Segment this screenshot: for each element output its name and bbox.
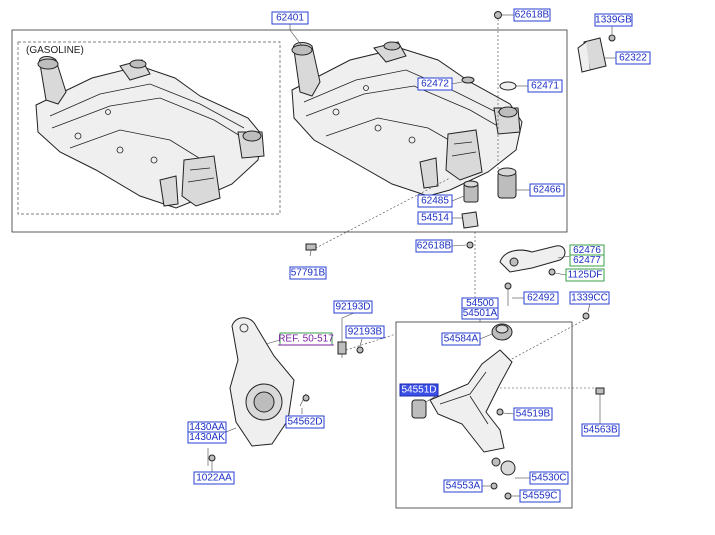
- nut-92193b: [356, 346, 364, 354]
- nut-1339cc: [582, 312, 590, 320]
- svg-text:1339GB: 1339GB: [595, 15, 632, 26]
- part-label-62401[interactable]: 62401: [271, 11, 309, 25]
- bolt-54553a: [490, 482, 498, 490]
- svg-text:54514: 54514: [421, 213, 449, 224]
- part-label-1125df[interactable]: 1125DF: [565, 268, 605, 282]
- svg-text:54500: 54500: [466, 298, 494, 309]
- part-label-1339gb[interactable]: 1339GB: [594, 13, 633, 27]
- svg-text:57791B: 57791B: [291, 268, 326, 279]
- svg-text:62466: 62466: [533, 185, 561, 196]
- svg-text:54553A: 54553A: [446, 481, 481, 492]
- bolt-62492: [504, 282, 512, 306]
- svg-text:62492: 62492: [527, 293, 555, 304]
- part-label-62322[interactable]: 62322: [615, 51, 651, 65]
- svg-text:54559C: 54559C: [522, 491, 557, 502]
- part-label-62466[interactable]: 62466: [529, 183, 565, 197]
- part-label-54562d[interactable]: 54562D: [285, 415, 325, 429]
- svg-text:62618B: 62618B: [515, 10, 550, 21]
- svg-text:54551D: 54551D: [401, 385, 436, 396]
- svg-text:54584A: 54584A: [444, 334, 479, 345]
- subframe-group-frame: [11, 29, 568, 233]
- svg-text:62472: 62472: [421, 79, 449, 90]
- bolt-1125df: [548, 268, 556, 276]
- part-label-1022aa[interactable]: 1022AA: [193, 471, 235, 485]
- svg-text:54519B: 54519B: [516, 409, 551, 420]
- svg-text:62322: 62322: [619, 53, 647, 64]
- gasoline-caption: (GASOLINE): [26, 45, 84, 56]
- part-label-62492[interactable]: 62492: [523, 291, 559, 305]
- svg-text:62471: 62471: [531, 81, 559, 92]
- lower-control-arm: [411, 323, 516, 500]
- svg-text:1339CC: 1339CC: [571, 293, 608, 304]
- svg-text:62401: 62401: [276, 13, 304, 24]
- stopper-54514: [461, 211, 479, 229]
- nut-62618b-mid: [466, 241, 474, 249]
- svg-text:1430AK: 1430AK: [189, 432, 225, 443]
- bushing-62466: [497, 167, 517, 199]
- bushing-62485: [463, 180, 479, 203]
- nut-54559c: [504, 492, 512, 500]
- bushing-54551d: [411, 399, 427, 419]
- mount-bracket-62322: [577, 34, 616, 73]
- svg-text:1430AA: 1430AA: [189, 422, 225, 433]
- part-label-1430ak[interactable]: 1430AK: [187, 431, 227, 444]
- bolt-54519b: [496, 408, 504, 416]
- svg-text:REF. 50-517: REF. 50-517: [278, 334, 334, 345]
- bolt-92193d: [337, 318, 347, 358]
- part-label-62477[interactable]: 62477: [569, 254, 605, 267]
- part-label-54551d[interactable]: 54551D: [399, 383, 439, 397]
- svg-text:92193D: 92193D: [335, 302, 370, 313]
- lower-arm-group-frame: [395, 321, 573, 509]
- svg-text:54501A: 54501A: [463, 308, 498, 319]
- part-label-1339cc[interactable]: 1339CC: [569, 291, 610, 305]
- gasoline-variant-frame: [17, 41, 281, 215]
- bracket-62476-62477: [499, 245, 566, 273]
- bolt-54562d: [299, 393, 310, 407]
- bolt-57791b: [305, 243, 317, 257]
- svg-text:92193B: 92193B: [348, 327, 383, 338]
- bolt-54563b: [595, 387, 605, 420]
- nut-62618b-top: [494, 11, 502, 19]
- part-label-62618b-top[interactable]: 62618B: [513, 8, 551, 22]
- part-label-54584a[interactable]: 54584A: [441, 332, 481, 346]
- washer-62471: [499, 81, 517, 91]
- svg-text:54530C: 54530C: [531, 473, 566, 484]
- svg-text:54563B: 54563B: [583, 425, 618, 436]
- part-label-54530c[interactable]: 54530C: [529, 471, 569, 485]
- part-label-62471[interactable]: 62471: [527, 79, 563, 93]
- svg-text:62485: 62485: [421, 196, 449, 207]
- svg-text:62477: 62477: [573, 255, 601, 266]
- part-label-54501a[interactable]: 54501A: [461, 307, 499, 320]
- crossmember-main: [291, 41, 523, 197]
- part-label-54519b[interactable]: 54519B: [513, 407, 553, 421]
- part-label-62618b-mid[interactable]: 62618B: [415, 239, 453, 253]
- part-label-62485[interactable]: 62485: [417, 194, 453, 208]
- bushing-54584a: [491, 323, 513, 341]
- bolt-1022aa: [207, 448, 216, 466]
- part-label-54553a[interactable]: 54553A: [443, 479, 483, 493]
- part-label-54514[interactable]: 54514: [417, 211, 453, 225]
- ball-joint-54530c: [491, 457, 516, 476]
- part-label-92193d[interactable]: 92193D: [333, 300, 373, 314]
- svg-text:62618B: 62618B: [417, 241, 452, 252]
- crossmember-gasoline: [35, 56, 265, 209]
- ref-link-50-517[interactable]: REF. 50-517: [278, 332, 334, 346]
- washer-62472: [461, 76, 475, 84]
- part-label-57791b[interactable]: 57791B: [289, 266, 327, 280]
- part-label-54559c[interactable]: 54559C: [519, 489, 561, 503]
- part-label-92193b[interactable]: 92193B: [345, 325, 385, 339]
- part-label-54563b[interactable]: 54563B: [581, 423, 620, 437]
- part-label-62472[interactable]: 62472: [417, 77, 453, 91]
- svg-text:1022AA: 1022AA: [196, 473, 232, 484]
- svg-text:54562D: 54562D: [287, 417, 322, 428]
- svg-text:1125DF: 1125DF: [568, 270, 603, 281]
- steering-knuckle: [229, 317, 295, 447]
- svg-text:62476: 62476: [573, 245, 601, 256]
